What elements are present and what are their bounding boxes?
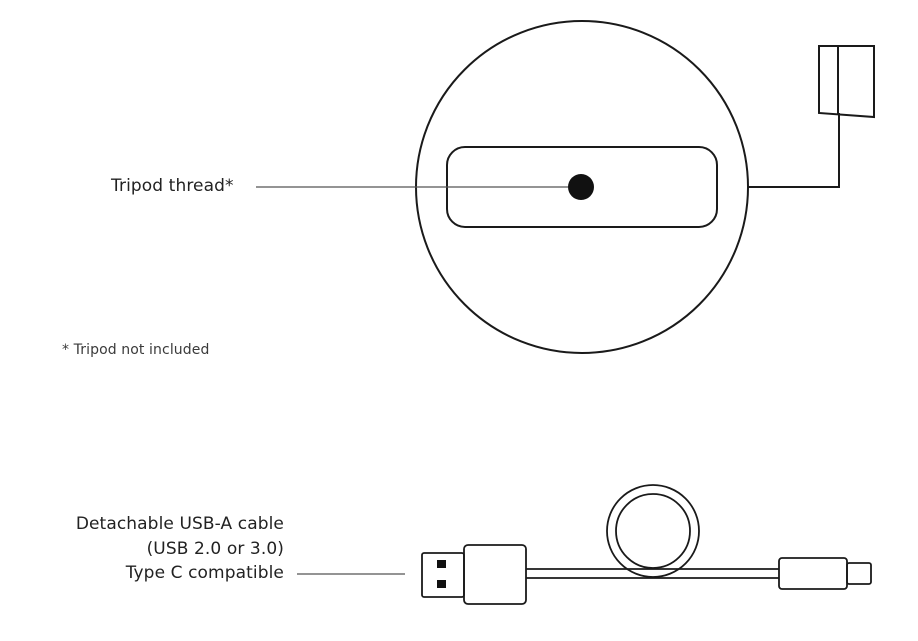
webcam-base-drawing <box>415 20 875 354</box>
cable-coil-inner <box>615 493 691 569</box>
usb-a-housing <box>463 544 527 605</box>
cable-label-line3: Type C compatible <box>125 563 284 583</box>
cable-coil-outer <box>606 484 700 578</box>
usb-a-pin-top <box>437 560 446 568</box>
cable-connector-outline <box>818 45 875 119</box>
cable-label-line1: Detachable USB-A cable <box>75 514 284 534</box>
tripod-footnote: * Tripod not included <box>62 342 210 358</box>
attached-cable <box>748 113 840 188</box>
cable-label-line2: (USB 2.0 or 3.0) <box>146 539 284 559</box>
usb-a-pin-bottom <box>437 580 446 588</box>
usb-cable-drawing <box>421 484 872 605</box>
usb-c-housing <box>778 557 848 590</box>
usb-a-tip <box>421 552 465 598</box>
tripod-thread-hole <box>568 174 594 200</box>
tripod-thread-label: Tripod thread* <box>111 176 234 196</box>
usb-c-tip <box>846 562 872 585</box>
